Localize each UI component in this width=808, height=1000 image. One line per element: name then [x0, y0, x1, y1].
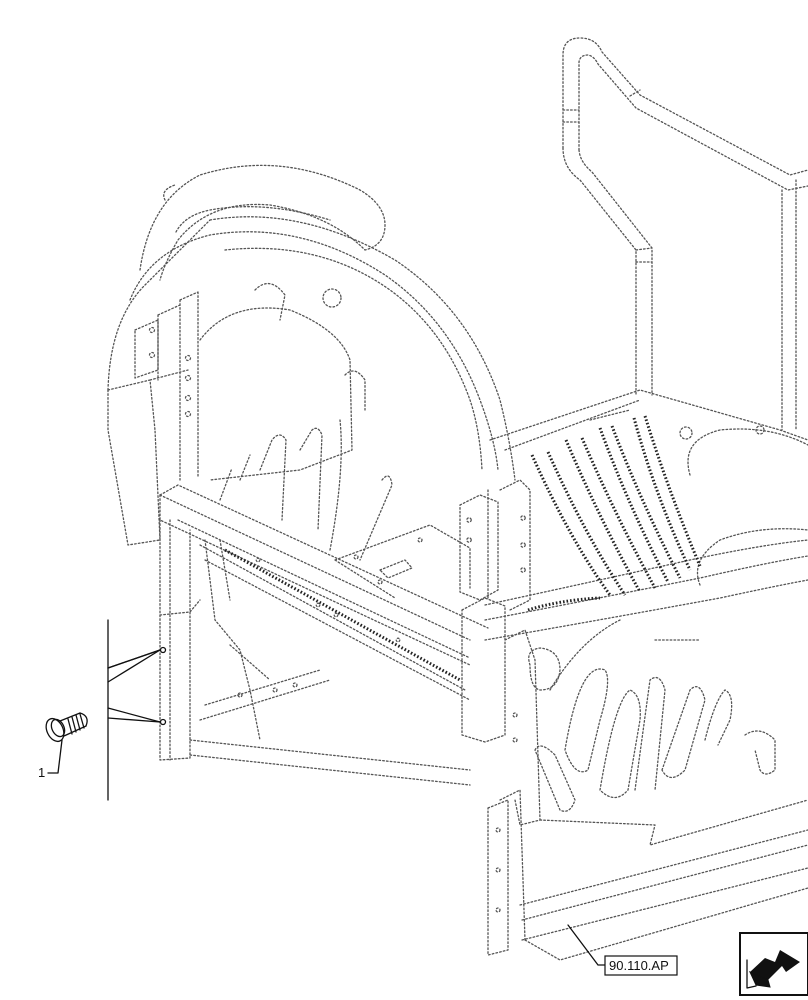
leader-line-lower — [107, 707, 161, 723]
roll-bar — [562, 37, 808, 431]
floor-plate — [334, 524, 471, 599]
item-number-label: 1 — [38, 765, 45, 780]
item-leader — [47, 739, 63, 774]
lower-cutouts — [528, 619, 776, 812]
reference-code-label[interactable]: 90.110.AP — [609, 958, 669, 973]
left-fender — [107, 164, 516, 546]
right-post — [459, 479, 531, 611]
leader-line-upper-2 — [107, 649, 161, 683]
arrow-icon[interactable] — [739, 932, 808, 996]
right-seat-frame — [484, 389, 808, 641]
right-lower-panel — [461, 597, 808, 961]
inner-panel — [199, 283, 393, 561]
main-beam — [159, 484, 489, 701]
reference-code-box[interactable] — [604, 955, 678, 976]
reference-callout: 90.110.AP — [567, 924, 678, 976]
leader-line-lower-2 — [107, 717, 161, 723]
left-leg — [159, 519, 471, 786]
bolt-icon — [45, 712, 88, 743]
left-post — [134, 291, 199, 481]
bolt-callout: 1 — [38, 619, 167, 801]
